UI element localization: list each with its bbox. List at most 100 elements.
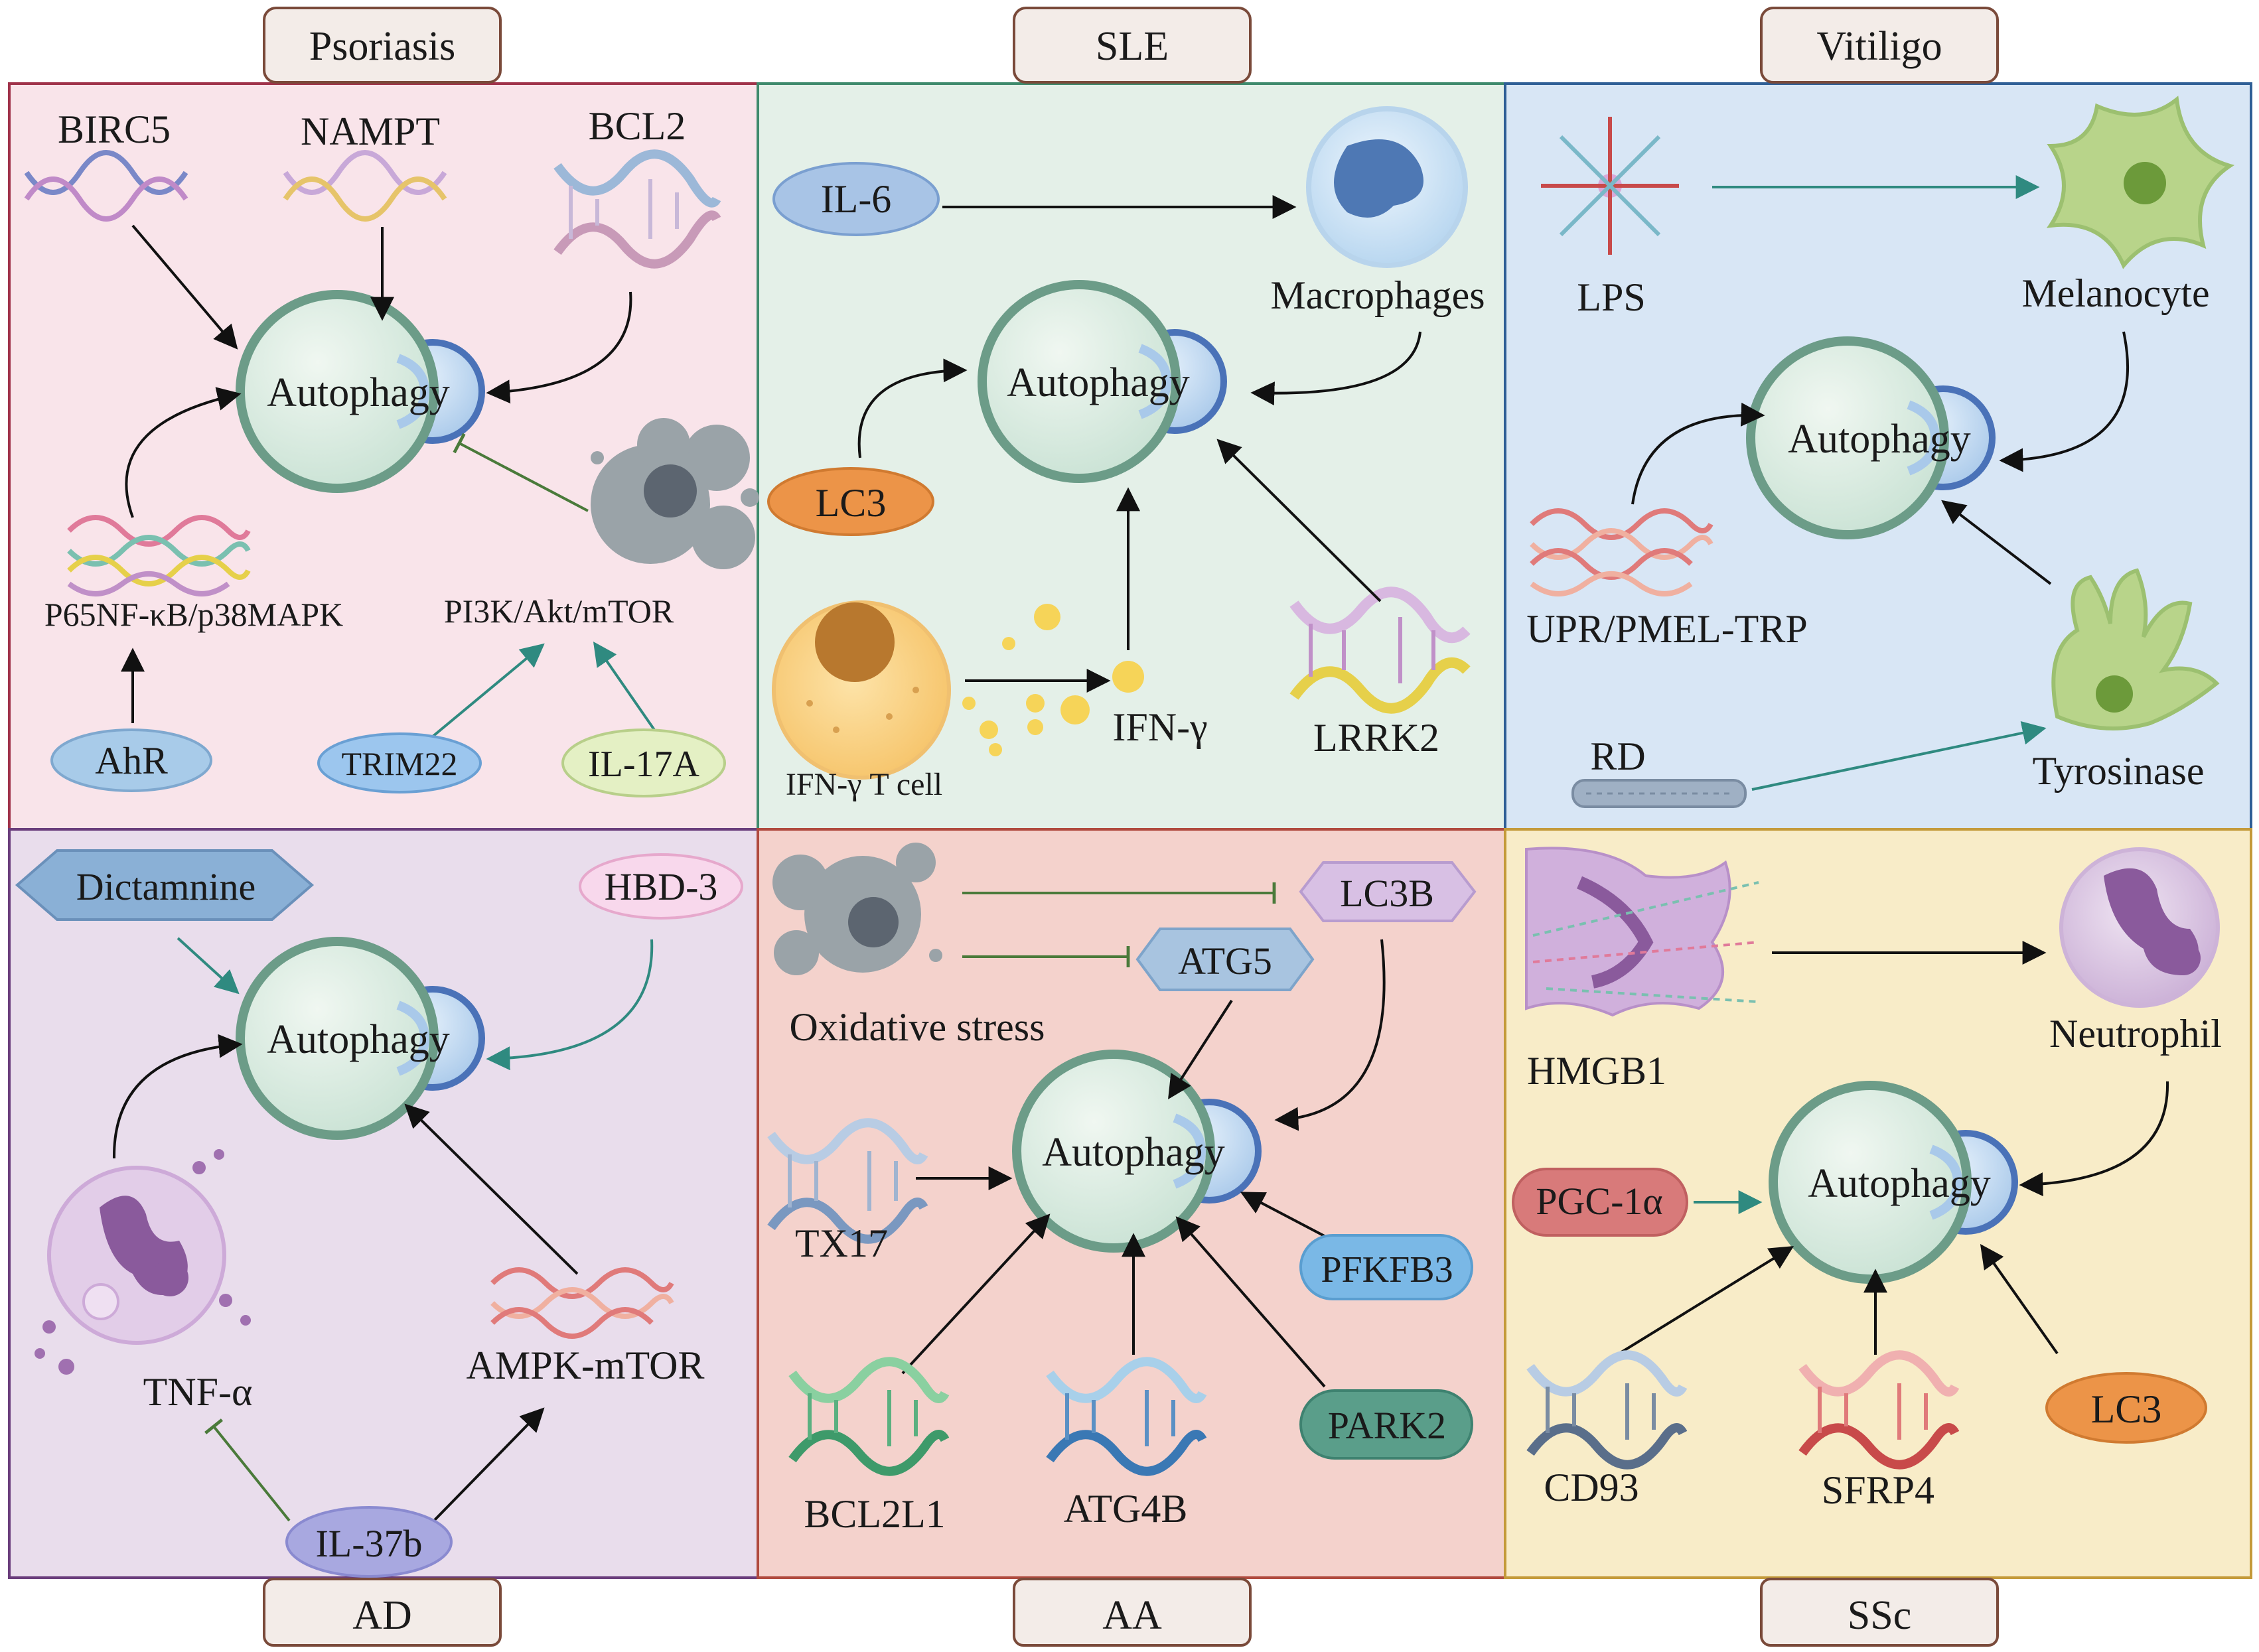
ampk-label: AMPK-mTOR bbox=[467, 1343, 705, 1387]
pi3k-label: PI3K/Akt/mTOR bbox=[444, 592, 674, 630]
autophagy-label: Autophagy bbox=[267, 1017, 450, 1062]
atg4b-label: ATG4B bbox=[1064, 1487, 1188, 1531]
autophagy-label: Autophagy bbox=[1007, 360, 1190, 405]
upr-complex-icon bbox=[1530, 508, 1713, 596]
dna-double-helix-icon bbox=[553, 149, 721, 269]
signaling-complex-icon bbox=[67, 515, 251, 596]
autophagy-cell-ad: Autophagy bbox=[236, 937, 485, 1140]
rd-label: RD bbox=[1590, 734, 1645, 778]
il6-node: IL-6 bbox=[772, 162, 940, 236]
svg-text:LC3: LC3 bbox=[816, 481, 887, 525]
il37b-node: IL-37b bbox=[285, 1506, 453, 1578]
bcl2l1-dna-icon bbox=[788, 1357, 950, 1476]
hbd3-node: HBD-3 bbox=[579, 853, 743, 920]
hmgb1-complex-icon bbox=[1525, 847, 1759, 1017]
sfrp4-label: SFRP4 bbox=[1822, 1468, 1934, 1512]
tx17-dna-icon bbox=[767, 1118, 928, 1244]
tab-ad: AD bbox=[263, 1578, 502, 1647]
svg-text:IL-6: IL-6 bbox=[821, 177, 892, 221]
svg-text:PFKFB3: PFKFB3 bbox=[1321, 1249, 1453, 1290]
pfkfb3-node: PFKFB3 bbox=[1299, 1234, 1473, 1300]
aa-title: AA bbox=[1102, 1593, 1162, 1638]
macrophages-label: Macrophages bbox=[1270, 273, 1485, 317]
tab-sle: SLE bbox=[1013, 7, 1252, 84]
tab-aa: AA bbox=[1013, 1578, 1252, 1647]
tnfa-label: TNF-α bbox=[143, 1370, 253, 1414]
macrophage-icon bbox=[1306, 106, 1468, 268]
svg-text:LC3B: LC3B bbox=[1340, 872, 1434, 915]
lc3-node: LC3 bbox=[767, 467, 934, 536]
pgc1a-node: PGC-1α bbox=[1512, 1168, 1688, 1237]
upr-label: UPR/PMEL-TRP bbox=[1526, 607, 1807, 651]
svg-text:ATG5: ATG5 bbox=[1178, 939, 1272, 983]
lrrk2-dna-icon bbox=[1289, 586, 1471, 714]
oxidative-label: Oxidative stress bbox=[790, 1005, 1045, 1049]
tx17-label: TX17 bbox=[795, 1221, 888, 1265]
autophagy-cell-vitiligo: Autophagy bbox=[1746, 336, 1996, 539]
tyrosinase-cell-icon bbox=[2051, 568, 2220, 730]
svg-text:Dictamnine: Dictamnine bbox=[76, 865, 256, 908]
autophagy-label: Autophagy bbox=[1042, 1130, 1225, 1175]
melanocyte-label: Melanocyte bbox=[2021, 271, 2209, 315]
autophagy-cell-psoriasis: Autophagy bbox=[236, 290, 485, 493]
autophagy-label: Autophagy bbox=[267, 370, 450, 415]
cytokine-particles-icon bbox=[962, 604, 1144, 756]
autophagy-cell-sle: Autophagy bbox=[978, 280, 1227, 483]
hmgb1-label: HMGB1 bbox=[1527, 1049, 1666, 1093]
autophagy-cell-aa: Autophagy bbox=[1012, 1050, 1262, 1253]
dictamnine-node: Dictamnine bbox=[15, 849, 315, 921]
ahr-node: AhR bbox=[50, 728, 212, 792]
t-cell-icon bbox=[772, 600, 951, 780]
svg-text:IL-17A: IL-17A bbox=[588, 744, 700, 785]
tyrosinase-label: Tyrosinase bbox=[2032, 749, 2204, 793]
neutrophil-label: Neutrophil bbox=[2049, 1012, 2222, 1056]
vitiligo-title: Vitiligo bbox=[1816, 24, 1942, 69]
bcl2-label: BCL2 bbox=[589, 104, 686, 148]
rd-filament-icon bbox=[1571, 779, 1747, 808]
svg-text:TRIM22: TRIM22 bbox=[342, 745, 458, 782]
atg4b-dna-icon bbox=[1046, 1357, 1207, 1476]
neutrophil-icon bbox=[2059, 847, 2220, 1008]
dna-helix-icon bbox=[283, 150, 447, 222]
svg-text:LC3: LC3 bbox=[2091, 1387, 2162, 1431]
dna-helix-icon bbox=[24, 150, 188, 222]
nampt-label: NAMPT bbox=[301, 109, 440, 153]
atg5-node: ATG5 bbox=[1135, 928, 1315, 991]
cd93-dna-icon bbox=[1526, 1350, 1688, 1470]
sfrp4-dna-icon bbox=[1798, 1350, 1960, 1470]
autophagy-label: Autophagy bbox=[1788, 417, 1971, 462]
tab-vitiligo: Vitiligo bbox=[1760, 7, 1999, 84]
lc3-ssc-node: LC3 bbox=[2045, 1372, 2207, 1444]
ampk-complex-icon bbox=[490, 1267, 674, 1339]
autophagy-cell-ssc: Autophagy bbox=[1769, 1081, 2018, 1284]
lps-icon bbox=[1541, 117, 1679, 255]
bcl2l1-label: BCL2L1 bbox=[804, 1492, 945, 1536]
lc3b-node: LC3B bbox=[1299, 861, 1477, 922]
tab-ssc: SSc bbox=[1760, 1578, 1999, 1647]
ifng-label: IFN-γ bbox=[1112, 705, 1207, 749]
tcell-label: IFN-γ T cell bbox=[786, 767, 942, 802]
p65-label: P65NF-κB/p38MAPK bbox=[44, 596, 343, 633]
il17a-node: IL-17A bbox=[561, 728, 726, 797]
sle-title: SLE bbox=[1096, 24, 1169, 69]
svg-text:HBD-3: HBD-3 bbox=[605, 865, 718, 908]
ad-title: AD bbox=[352, 1593, 412, 1638]
autophagy-label: Autophagy bbox=[1808, 1161, 1991, 1206]
svg-text:AhR: AhR bbox=[95, 739, 168, 782]
neutrophil-tnf-icon bbox=[35, 1149, 251, 1375]
tab-psoriasis: Psoriasis bbox=[263, 7, 502, 84]
trim22-node: TRIM22 bbox=[317, 732, 482, 793]
svg-text:IL-37b: IL-37b bbox=[315, 1522, 422, 1565]
oxidative-stress-icon bbox=[772, 843, 942, 975]
park2-node: PARK2 bbox=[1299, 1389, 1473, 1460]
lps-label: LPS bbox=[1577, 275, 1645, 319]
damaged-cell-icon bbox=[591, 418, 759, 569]
lrrk2-label: LRRK2 bbox=[1313, 716, 1439, 760]
birc5-label: BIRC5 bbox=[58, 107, 171, 151]
melanocyte-icon bbox=[2046, 96, 2235, 269]
psoriasis-title: Psoriasis bbox=[309, 24, 455, 69]
svg-text:PARK2: PARK2 bbox=[1328, 1404, 1446, 1447]
ssc-title: SSc bbox=[1848, 1593, 1911, 1638]
cd93-label: CD93 bbox=[1544, 1466, 1639, 1509]
